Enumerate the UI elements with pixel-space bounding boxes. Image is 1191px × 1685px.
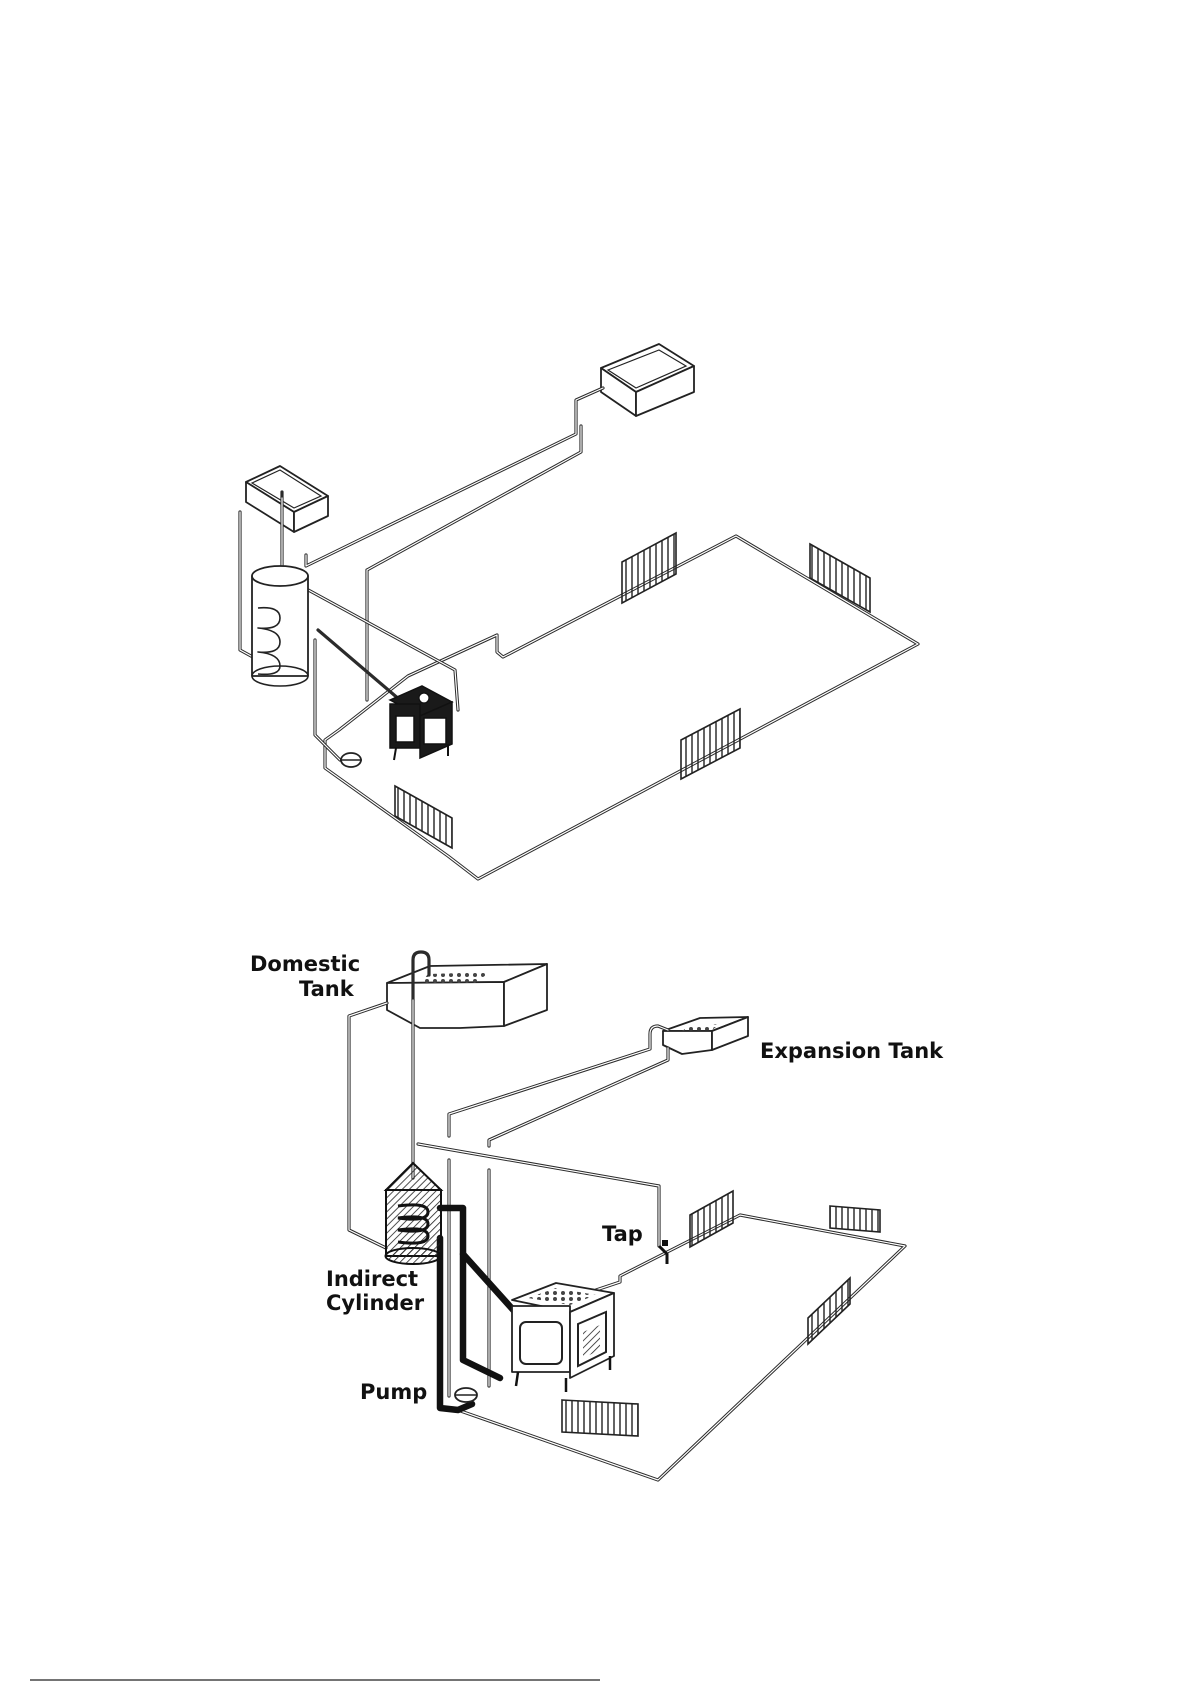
bottom-radiator-4	[562, 1400, 638, 1436]
top-diagram	[240, 344, 918, 879]
top-radiator-2	[810, 544, 870, 612]
bottom-radiator-3	[808, 1278, 850, 1344]
bottom-domestic-tank	[387, 964, 547, 1028]
bottom-diagram: Domestic Tank Expansion Tank Tap Indirec…	[250, 952, 944, 1480]
bottom-stove-icon	[512, 1283, 614, 1392]
indirect-cylinder-label-line2: Cylinder	[326, 1291, 425, 1315]
bottom-pump-icon	[455, 1388, 477, 1402]
top-indirect-cylinder	[252, 566, 308, 686]
top-expansion-pipe	[306, 388, 603, 566]
bottom-expansion-tank	[663, 1017, 748, 1054]
domestic-tank-label-line2: Tank	[299, 977, 355, 1001]
top-pump-icon	[340, 753, 362, 767]
domestic-tank-label-line1: Domestic	[250, 952, 360, 976]
top-expansion-tank	[601, 344, 694, 416]
expansion-tank-label: Expansion Tank	[760, 1039, 944, 1063]
indirect-cylinder-label-line1: Indirect	[326, 1267, 418, 1291]
top-radiator-3	[681, 709, 740, 779]
bottom-indirect-cylinder	[386, 1163, 442, 1264]
bottom-radiator-1	[690, 1191, 733, 1247]
top-stove-icon	[390, 686, 452, 760]
top-radiator-1	[622, 533, 676, 603]
pump-label: Pump	[360, 1380, 427, 1404]
top-domestic-tank	[246, 466, 328, 532]
tap-label: Tap	[602, 1222, 643, 1246]
bottom-expansion-pipe	[449, 1026, 668, 1136]
bottom-radiator-2	[830, 1206, 880, 1232]
